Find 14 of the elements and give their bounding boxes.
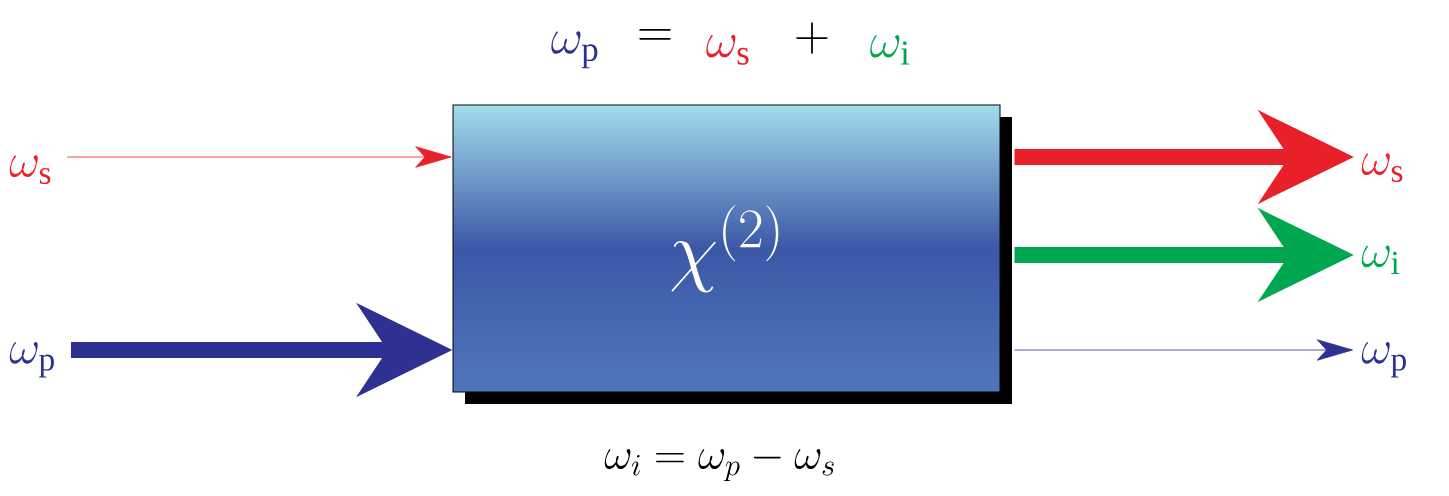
frequency-label: $\omega_{\mathrm{p}}$ [1361,341,1406,378]
equation-term: $\omega_{\mathrm{i}}$ [870,34,910,65]
equation-term: $\omega_{\mathrm{s}}$ [706,34,749,65]
arrow [1014,339,1353,361]
frequency-label: $\omega_{\mathrm{i}}$ [1361,245,1400,274]
equation-term: $=$ [639,29,671,40]
arrow [66,146,452,168]
equation-term: $+$ [796,22,828,54]
formula: $\omega_i = \omega_p - \omega_s$ [604,449,834,482]
frequency-label: $\omega_{\mathrm{s}}$ [1361,153,1403,183]
frequency-label: $\omega_{\mathrm{p}}$ [9,341,54,378]
equation-term: $\omega_{\mathrm{p}}$ [551,31,598,69]
frequency-label: $\omega_{\mathrm{s}}$ [9,155,51,185]
crystal-box: $\chi^{(2)}$ [452,104,1001,393]
